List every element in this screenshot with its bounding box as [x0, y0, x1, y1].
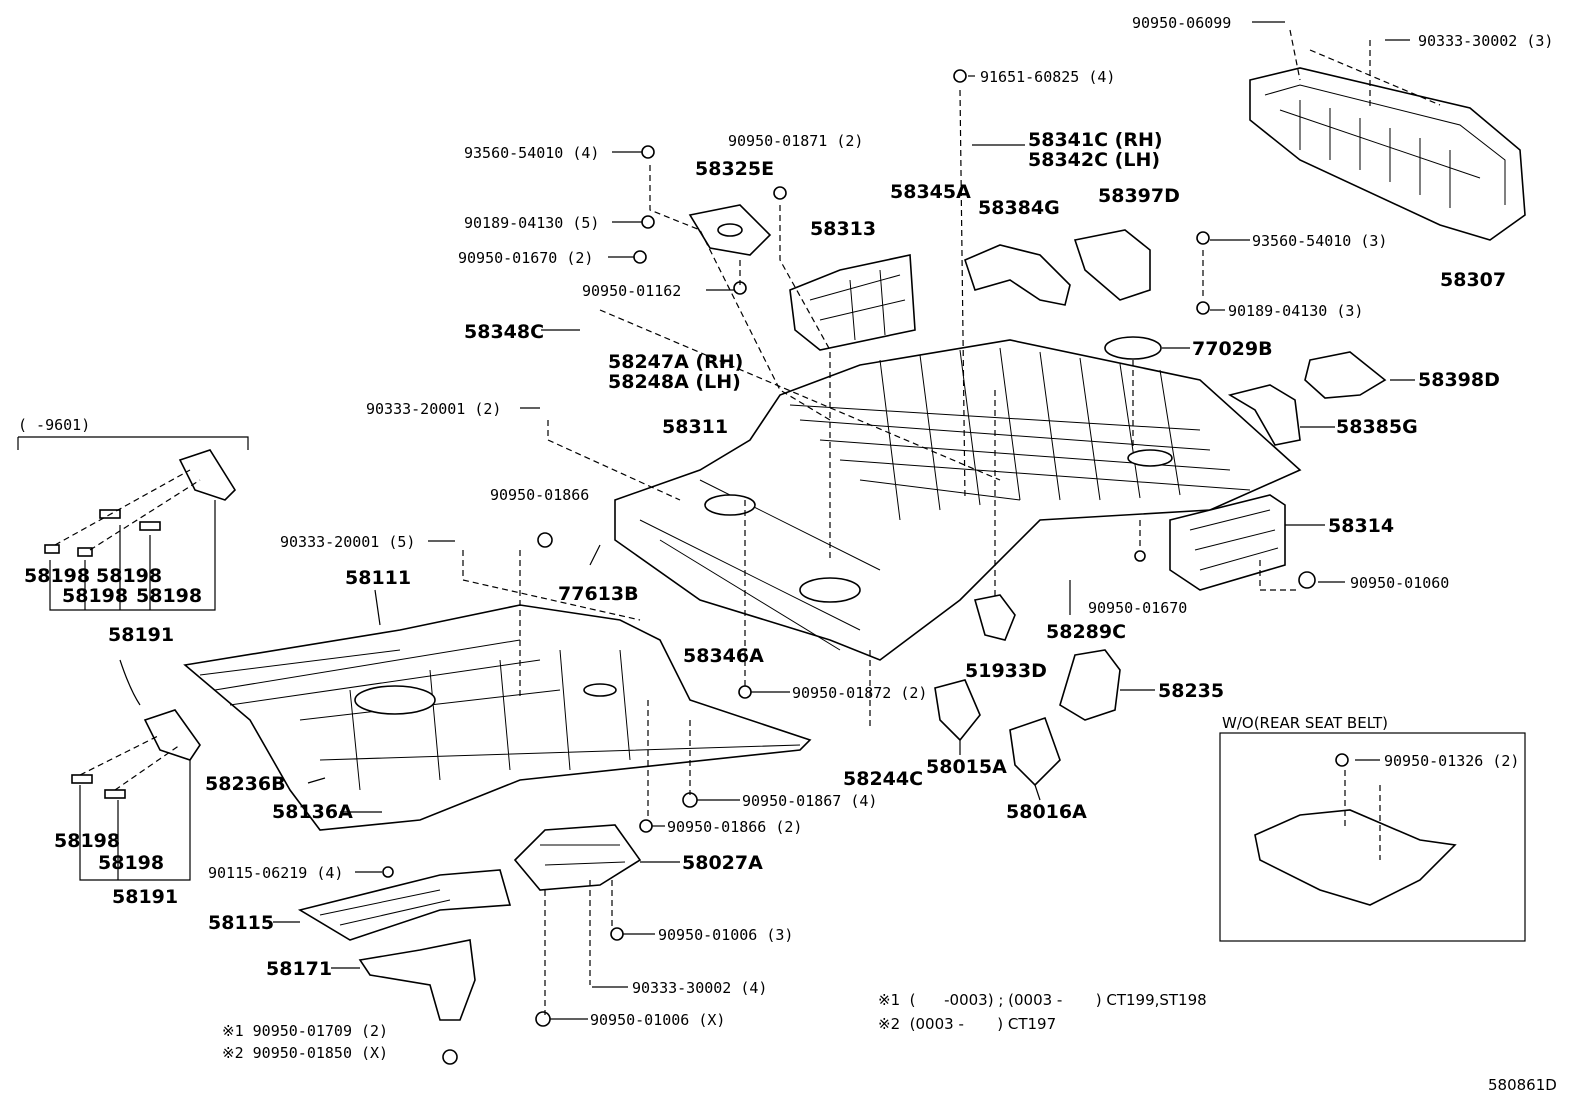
- part-58325E-plate: [688, 204, 772, 256]
- label-90950-01850: ※2 90950-01850 (X): [222, 1044, 388, 1062]
- label-58314: 58314: [1328, 515, 1394, 537]
- label-90950-06099: 90950-06099: [1132, 14, 1231, 32]
- label-58111: 58111: [345, 567, 411, 589]
- label-range-9601: ( -9601): [18, 416, 90, 434]
- label-90189-04130-3: 90189-04130 (3): [1228, 302, 1363, 320]
- label-90950-01162: 90950-01162: [582, 282, 681, 300]
- label-58313: 58313: [810, 218, 876, 240]
- part-58384G-duct: [964, 244, 1071, 306]
- label-90333-20001-2: 90333-20001 (2): [366, 400, 501, 418]
- label-90950-01060: 90950-01060: [1350, 574, 1449, 592]
- part-58115-reinforcement: [297, 869, 512, 941]
- label-77029B: 77029B: [1192, 338, 1273, 360]
- label-58198-a: 58198: [24, 565, 90, 587]
- label-58198-f: 58198: [98, 852, 164, 874]
- label-90950-01709: ※1 90950-01709 (2): [222, 1022, 388, 1040]
- inset-frame: [1219, 732, 1526, 942]
- label-90333-30002-3: 90333-30002 (3): [1418, 32, 1553, 50]
- label-93560-54010-3: 93560-54010 (3): [1252, 232, 1387, 250]
- label-90950-01871: 90950-01871 (2): [728, 132, 863, 150]
- label-58346A: 58346A: [683, 645, 764, 667]
- label-90950-01872: 90950-01872 (2): [792, 684, 927, 702]
- part-58397D-duct: [1073, 229, 1151, 301]
- label-58198-b: 58198: [96, 565, 162, 587]
- label-58289C: 58289C: [1046, 621, 1126, 643]
- part-58398D: [1304, 351, 1387, 399]
- label-51933D: 51933D: [965, 660, 1047, 682]
- part-58198-upper-assembly: [44, 449, 237, 557]
- fasteners: [382, 69, 1349, 1065]
- label-58171: 58171: [266, 958, 332, 980]
- label-58016A: 58016A: [1006, 801, 1087, 823]
- label-58247A: 58247A (RH): [608, 351, 743, 373]
- label-58397D: 58397D: [1098, 185, 1180, 207]
- label-58191-a: 58191: [108, 624, 174, 646]
- label-90333-30002-4: 90333-30002 (4): [632, 979, 767, 997]
- label-58345A: 58345A: [890, 181, 971, 203]
- part-77029B-plug: [1104, 336, 1162, 360]
- label-58015A: 58015A: [926, 756, 1007, 778]
- label-58384G: 58384G: [978, 197, 1060, 219]
- label-58325E: 58325E: [695, 158, 774, 180]
- label-90950-01867: 90950-01867 (4): [742, 792, 877, 810]
- label-90950-01006-x: 90950-01006 (X): [590, 1011, 725, 1029]
- label-90189-04130-5: 90189-04130 (5): [464, 214, 599, 232]
- label-58342C: 58342C (LH): [1028, 149, 1160, 171]
- label-58115: 58115: [208, 912, 274, 934]
- label-77613B: 77613B: [558, 583, 639, 605]
- label-58341C: 58341C (RH): [1028, 129, 1163, 151]
- label-58244C: 58244C: [843, 768, 923, 790]
- part-58314-panel: [1169, 494, 1286, 591]
- label-90950-01670: 90950-01670: [1088, 599, 1187, 617]
- note-1: ※1 ( -0003) ; (0003 - ) CT199,ST198: [878, 991, 1207, 1009]
- label-wo-rear-seat-belt: W/O(REAR SEAT BELT): [1222, 714, 1388, 732]
- leader-lines: [17, 21, 1415, 1020]
- label-58236B: 58236B: [205, 773, 286, 795]
- label-90950-01670-2: 90950-01670 (2): [458, 249, 593, 267]
- part-58235-bracket: [1059, 649, 1121, 721]
- label-58385G: 58385G: [1336, 416, 1418, 438]
- part-58385G: [1227, 384, 1301, 446]
- label-90950-01326: 90950-01326 (2): [1384, 752, 1519, 770]
- label-90950-01866: 90950-01866: [490, 486, 589, 504]
- assembly-lines: [54, 29, 1441, 1015]
- label-91651-60825: 91651-60825 (4): [980, 68, 1115, 86]
- part-58111-front-floor-pan: [183, 604, 812, 831]
- part-58311-rear-floor-pan: [614, 339, 1302, 661]
- part-58198-lower-assembly: [71, 709, 201, 799]
- part-58027A-member: [513, 824, 642, 891]
- label-58198-d: 58198: [136, 585, 202, 607]
- part-51933D-bracket: [973, 594, 1016, 641]
- label-93560-54010-4: 93560-54010 (4): [464, 144, 599, 162]
- part-inset-floor: [1254, 809, 1457, 906]
- label-90115-06219: 90115-06219 (4): [208, 864, 343, 882]
- label-58348C: 58348C: [464, 321, 544, 343]
- label-58248A: 58248A (LH): [608, 371, 741, 393]
- label-58311: 58311: [662, 416, 728, 438]
- label-90333-20001-5: 90333-20001 (5): [280, 533, 415, 551]
- label-58191-b: 58191: [112, 886, 178, 908]
- label-90950-01866-2: 90950-01866 (2): [667, 818, 802, 836]
- diagram-code: 580861D: [1488, 1076, 1557, 1094]
- label-58307: 58307: [1440, 269, 1506, 291]
- part-58016A-gasket: [1009, 716, 1061, 787]
- label-90950-01006-3: 90950-01006 (3): [658, 926, 793, 944]
- part-58313-bracket: [789, 254, 916, 351]
- label-58136A: 58136A: [272, 801, 353, 823]
- label-58027A: 58027A: [682, 852, 763, 874]
- part-58307-rear-crossmember: [1249, 67, 1526, 241]
- part-58015A-gasket: [934, 679, 981, 742]
- label-58398D: 58398D: [1418, 369, 1500, 391]
- label-58198-e: 58198: [54, 830, 120, 852]
- note-2: ※2 (0003 - ) CT197: [878, 1015, 1056, 1033]
- label-58198-c: 58198: [62, 585, 128, 607]
- part-58171-bracket: [358, 939, 476, 1021]
- label-58235: 58235: [1158, 680, 1224, 702]
